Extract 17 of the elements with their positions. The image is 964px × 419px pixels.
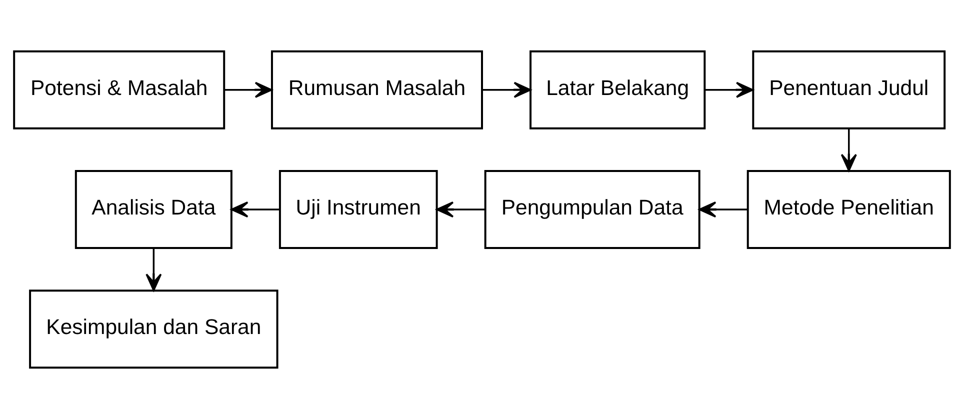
node-box: Rumusan Masalah	[270, 50, 483, 130]
arrow	[146, 248, 162, 292]
node-box: Potensi & Masalah	[13, 50, 226, 130]
arrow	[698, 201, 748, 218]
arrow	[840, 128, 857, 172]
node-box: Metode Penelitian	[746, 170, 951, 250]
arrow	[436, 201, 485, 218]
node-box: Penentuan Judul	[752, 50, 946, 130]
node-box: Pengumpulan Data	[484, 170, 700, 250]
node-box: Analisis Data	[74, 170, 232, 250]
node-box: Kesimpulan dan Saran	[29, 290, 278, 369]
arrow	[482, 82, 532, 98]
node-box: Uji Instrumen	[278, 170, 438, 250]
arrow	[704, 82, 754, 98]
node-box: Latar Belakang	[530, 50, 706, 130]
arrow	[224, 82, 272, 98]
arrow	[230, 201, 280, 218]
